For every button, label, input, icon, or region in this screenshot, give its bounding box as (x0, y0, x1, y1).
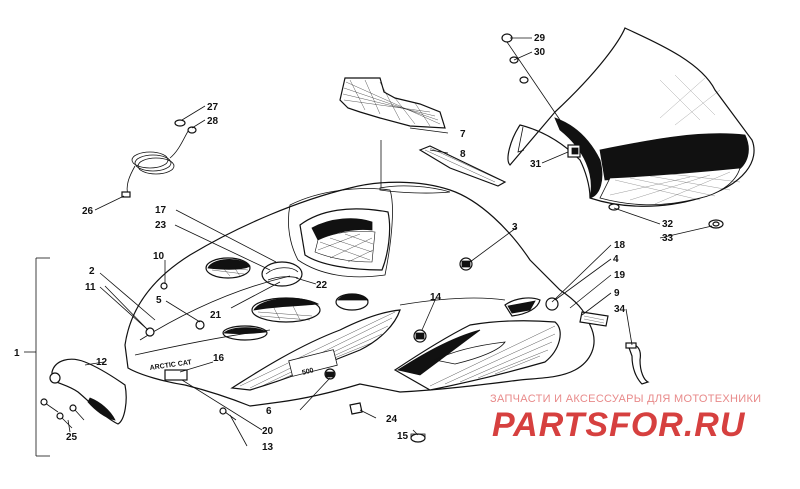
hood-clip (349, 402, 363, 415)
callout-15: 15 (397, 431, 409, 442)
callout-5: 5 (156, 295, 162, 306)
windshield-nut (567, 144, 581, 158)
callout-1: 1 (14, 348, 20, 359)
watermark: ЗАПЧАСТИ И АКСЕССУАРЫ ДЛЯ МОТОТЕХНИКИ PA… (490, 393, 761, 444)
callout-22: 22 (316, 280, 328, 291)
callout-17: 17 (155, 205, 167, 216)
watermark-tagline: ЗАПЧАСТИ И АКСЕССУАРЫ ДЛЯ МОТОТЕХНИКИ (490, 393, 761, 405)
callout-31: 31 (530, 159, 542, 170)
windshield-screw (501, 33, 561, 121)
callout-19: 19 (614, 270, 626, 281)
callout-30: 30 (534, 47, 546, 58)
callout-8: 8 (460, 149, 466, 160)
hood-strap (625, 342, 650, 385)
callout-10: 10 (153, 251, 165, 262)
callout-9: 9 (614, 288, 620, 299)
side-reflector (579, 311, 609, 327)
assembly-bracket (24, 257, 50, 457)
callout-3: 3 (512, 222, 518, 233)
callout-4: 4 (613, 254, 619, 265)
callout-29: 29 (534, 33, 546, 44)
callout-26: 26 (82, 206, 94, 217)
callout-2: 2 (89, 266, 95, 277)
vent-grille (339, 77, 446, 129)
vent-trim (418, 145, 507, 187)
leader-lines (67, 37, 713, 447)
hood-knob (410, 433, 426, 443)
hood-screw (219, 407, 237, 421)
callout-25: 25 (66, 432, 78, 443)
callout-27: 27 (207, 102, 219, 113)
callout-23: 23 (155, 220, 167, 231)
callout-13: 13 (262, 442, 274, 453)
model-badge: 500 (301, 367, 314, 377)
bracket-screws (40, 398, 85, 429)
callout-14: 14 (430, 292, 442, 303)
callout-34: 34 (614, 304, 626, 315)
callout-18: 18 (614, 240, 626, 251)
callout-11: 11 (85, 282, 96, 293)
wire-harness (121, 119, 197, 198)
front-bracket (49, 358, 127, 425)
callout-21: 21 (210, 310, 222, 321)
watermark-logo: PARTSFOR.RU (492, 406, 746, 444)
hood-assembly (124, 181, 595, 407)
callout-32: 32 (662, 219, 674, 230)
callout-24: 24 (386, 414, 398, 425)
callout-20: 20 (262, 426, 274, 437)
callout-16: 16 (213, 353, 225, 364)
callout-6: 6 (266, 406, 272, 417)
callout-labels: 1 2 3 4 5 6 7 8 9 10 11 12 13 14 15 16 1… (14, 33, 674, 453)
windshield (507, 27, 755, 207)
callout-12: 12 (96, 357, 108, 368)
callout-33: 33 (662, 233, 674, 244)
callout-28: 28 (207, 116, 219, 127)
callout-7: 7 (460, 129, 466, 140)
